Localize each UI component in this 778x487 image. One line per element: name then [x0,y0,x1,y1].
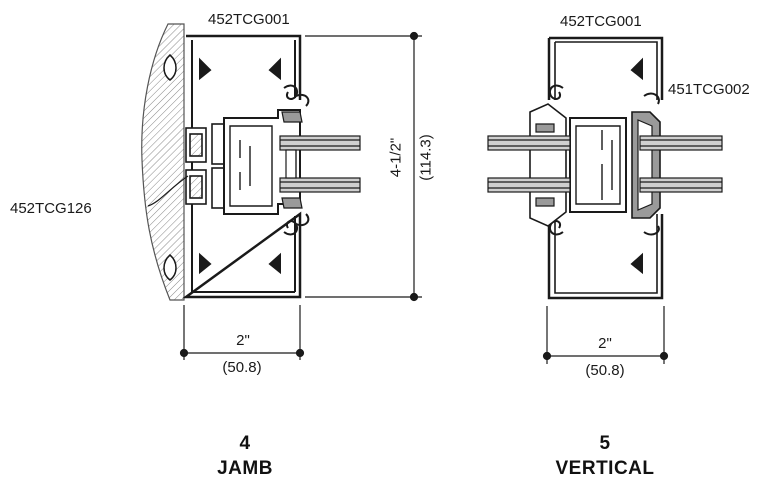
jamb-detail-title: JAMB [217,458,273,479]
jamb-clip-top [199,57,281,81]
jamb-gasket-bottom2 [295,213,310,226]
sealant-bead-top [163,54,177,81]
vertical-width-mm-label: (50.8) [585,362,625,379]
vertical-glass-left [487,135,571,193]
vertical-gasket-right [643,92,660,236]
jamb-section [141,23,361,301]
vertical-part-top-label: 452TCG001 [560,13,642,30]
jamb-inner-wall [191,40,296,293]
jamb-main-tube [182,34,302,299]
jamb-part-side-label: 452TCG126 [10,200,92,217]
vertical-clip-bottom [630,252,643,275]
thermal-break-blocks [185,123,225,209]
jamb-pocket-inner [229,125,273,207]
jamb-detail-number: 4 [239,433,251,454]
jamb-glass-unit [279,135,361,193]
jamb-height-inch-label: 4-1/2" [387,137,405,178]
vertical-center-block [569,117,627,213]
jamb-gasket-top2 [295,94,310,107]
vertical-inner-wall [554,41,658,294]
vertical-part-side-label: 451TCG002 [668,81,750,98]
vertical-clip-top [630,57,643,81]
vertical-width-inch-label: 2" [598,335,612,352]
jamb-glass-gasket-top [281,111,303,123]
vertical-pressure-plate-inner [637,119,653,211]
jamb-height-dimension [305,31,422,302]
jamb-side-leader [147,175,189,207]
wall-substrate [141,23,185,301]
sealant-bead-bottom [163,254,177,281]
vertical-center-inner [575,125,621,205]
vertical-detail-title: VERTICAL [555,458,655,479]
vertical-main-tube [547,36,664,300]
vertical-gasket-left [535,123,555,207]
jamb-width-mm-label: (50.8) [222,359,262,376]
vertical-gasket-left-top [549,84,564,100]
vertical-detail-number: 5 [599,433,611,454]
jamb-width-inch-label: 2" [236,332,250,349]
vertical-center-stops [601,130,613,200]
jamb-stops [239,140,251,190]
jamb-part-top-label: 452TCG001 [208,11,290,28]
vertical-width-dimension [542,306,669,364]
vertical-glass-right [639,135,723,193]
vertical-bead-left [529,103,567,227]
jamb-width-dimension [179,305,305,360]
jamb-height-mm-label: (114.3) [417,134,435,181]
jamb-glass-gasket-bottom [281,197,303,209]
jamb-clip-bottom [199,252,281,275]
vertical-section [487,36,723,300]
